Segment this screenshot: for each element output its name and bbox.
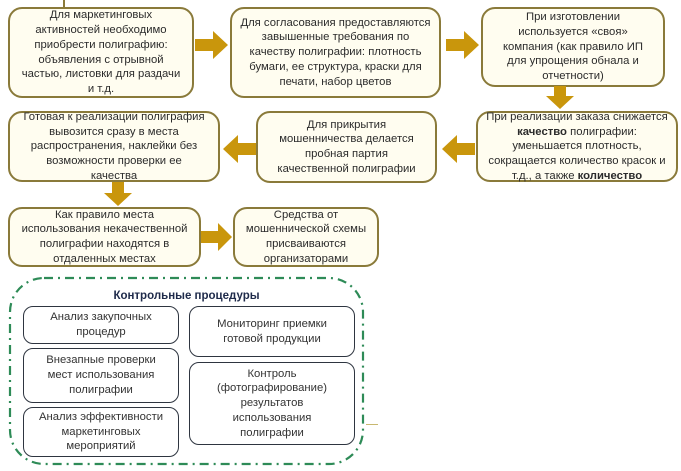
arrow-right-icon (446, 30, 480, 60)
control-box-procurement-analysis: Анализ закупочных процедур (23, 306, 179, 344)
control-procedures-title: Контрольные процедуры (113, 290, 260, 302)
step-box-inflated-requirements: Для согласования предоставляются завышен… (230, 7, 441, 98)
step-box-purchase-need: Для маркетинговых активностей необходимо… (8, 7, 194, 98)
arrow-left-icon (441, 134, 475, 164)
arrow-left-icon (222, 134, 256, 164)
decorative-tick (366, 424, 378, 425)
connector-line (63, 0, 65, 8)
step-box-remote-places: Как правило места использования некачест… (8, 207, 201, 267)
arrow-down-icon (103, 182, 133, 207)
control-box-marketing-efficiency: Анализ эффективности маркетинговых мероп… (23, 407, 179, 457)
step-box-distribution: Готовая к реализации полиграфия вывозитс… (8, 111, 220, 182)
arrow-down-icon (545, 86, 575, 110)
control-procedures-frame (8, 276, 365, 466)
arrow-right-icon (195, 30, 229, 60)
step-box-funds-misappropriated: Средства от мошеннической схемы присваив… (233, 207, 379, 267)
control-box-surprise-inspections: Внезапные проверки мест использования по… (23, 348, 179, 403)
control-box-photo-control: Контроль (фотографирование) результатов … (189, 362, 355, 445)
step-box-own-company: При изготовлении используется «своя» ком… (481, 7, 665, 87)
step-box-trial-batch: Для прикрытия мошенничества делается про… (256, 111, 437, 183)
control-box-acceptance-monitoring: Мониторинг приемки готовой продукции (189, 306, 355, 357)
arrow-right-icon (201, 222, 233, 252)
